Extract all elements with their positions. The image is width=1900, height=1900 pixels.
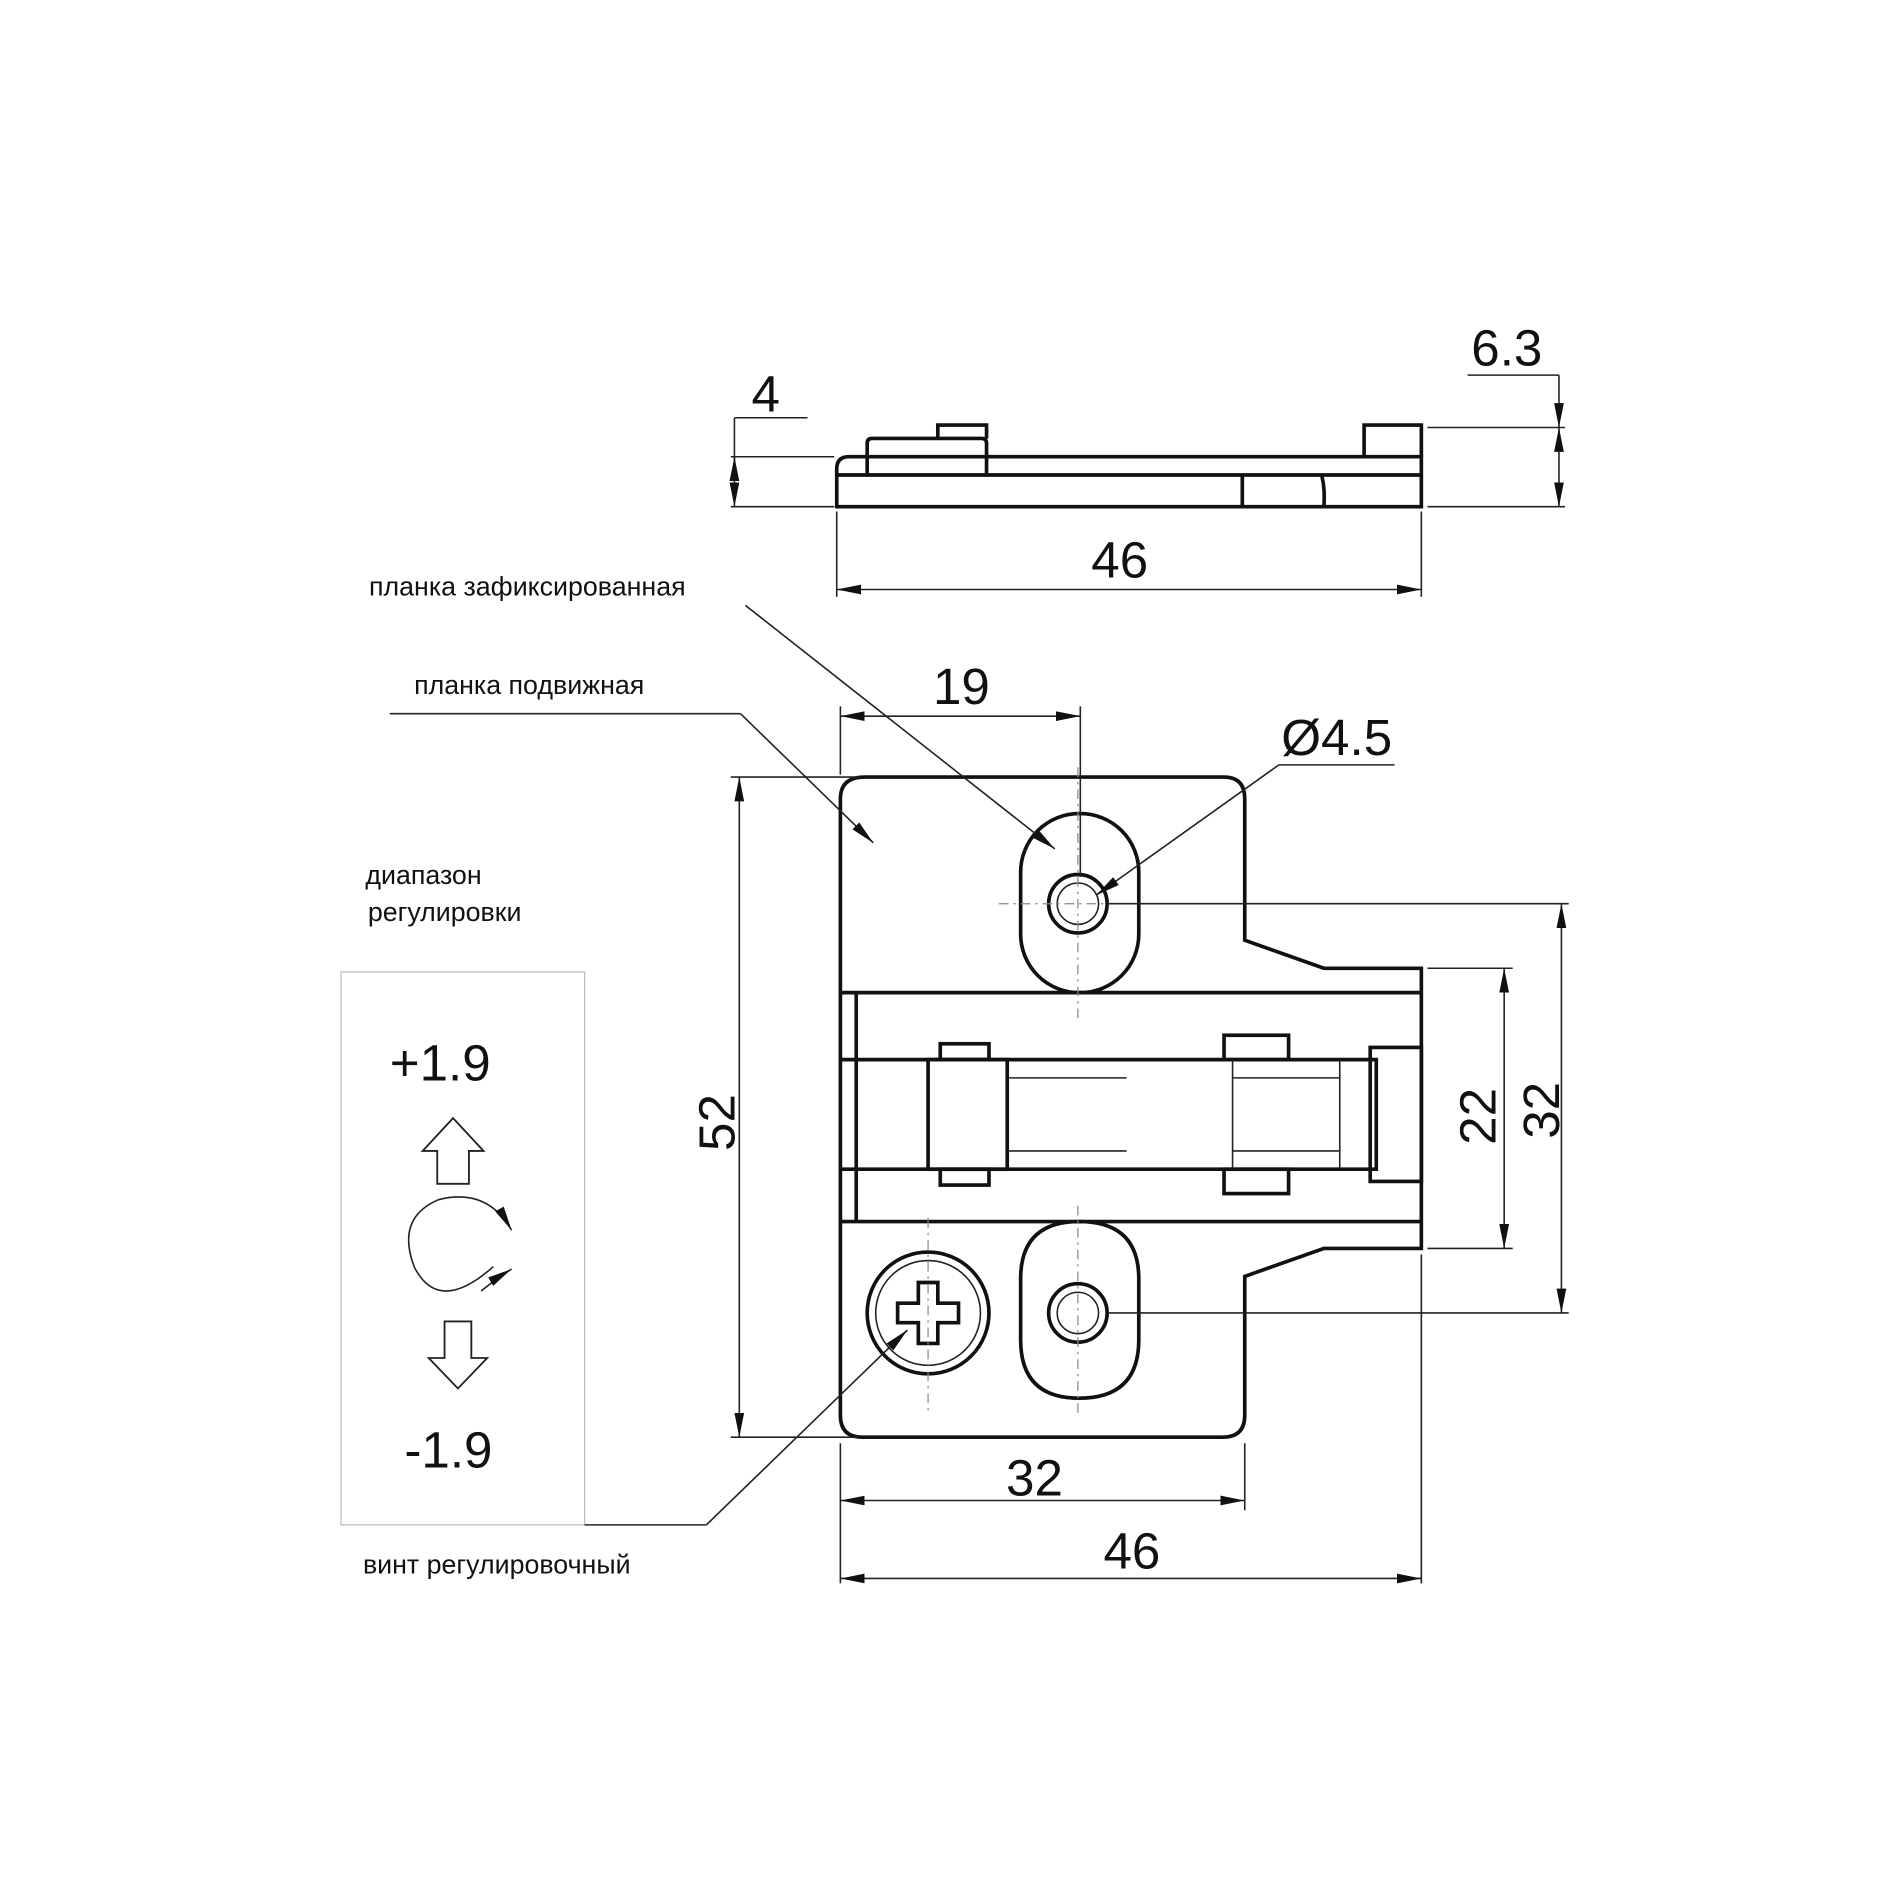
side-dimensions: 4 6.3 46	[729, 319, 1566, 597]
label-range-1: диапазон	[365, 860, 481, 890]
callouts: планка зафиксированная планка подвижная …	[340, 572, 1056, 1580]
label-adjust-screw: винт регулировочный	[363, 1550, 631, 1580]
dim-thickness: 4	[751, 366, 779, 423]
side-view	[834, 423, 1424, 509]
front-dimensions: 19 52 32 46 22 32 Ø4.5	[688, 658, 1570, 1584]
label-fixed-plate: планка зафиксированная	[369, 572, 686, 602]
dim-hole-diameter: Ø4.5	[1281, 709, 1392, 766]
label-movable-plate: планка подвижная	[414, 670, 644, 700]
dim-hole-spacing-h: 32	[1006, 1450, 1063, 1507]
adjustment-range-box	[340, 971, 586, 1526]
arrow-up-icon	[420, 1116, 486, 1185]
dim-height-side: 6.3	[1471, 319, 1542, 376]
arrow-down-icon	[426, 1320, 490, 1390]
dim-width: 46	[1103, 1523, 1160, 1580]
label-range-2: регулировки	[368, 897, 522, 927]
dim-hole-spacing-v: 32	[1513, 1082, 1570, 1139]
adjust-plus: +1.9	[390, 1034, 491, 1091]
front-view	[838, 767, 1424, 1440]
adjust-minus: -1.9	[404, 1422, 492, 1479]
rotate-icon	[407, 1196, 513, 1292]
dim-height: 52	[688, 1094, 745, 1151]
dim-width-side: 46	[1091, 531, 1148, 588]
lower-slot	[1018, 1219, 1141, 1401]
dim-rail-width: 22	[1450, 1088, 1507, 1145]
dim-hole-offset: 19	[933, 658, 990, 715]
